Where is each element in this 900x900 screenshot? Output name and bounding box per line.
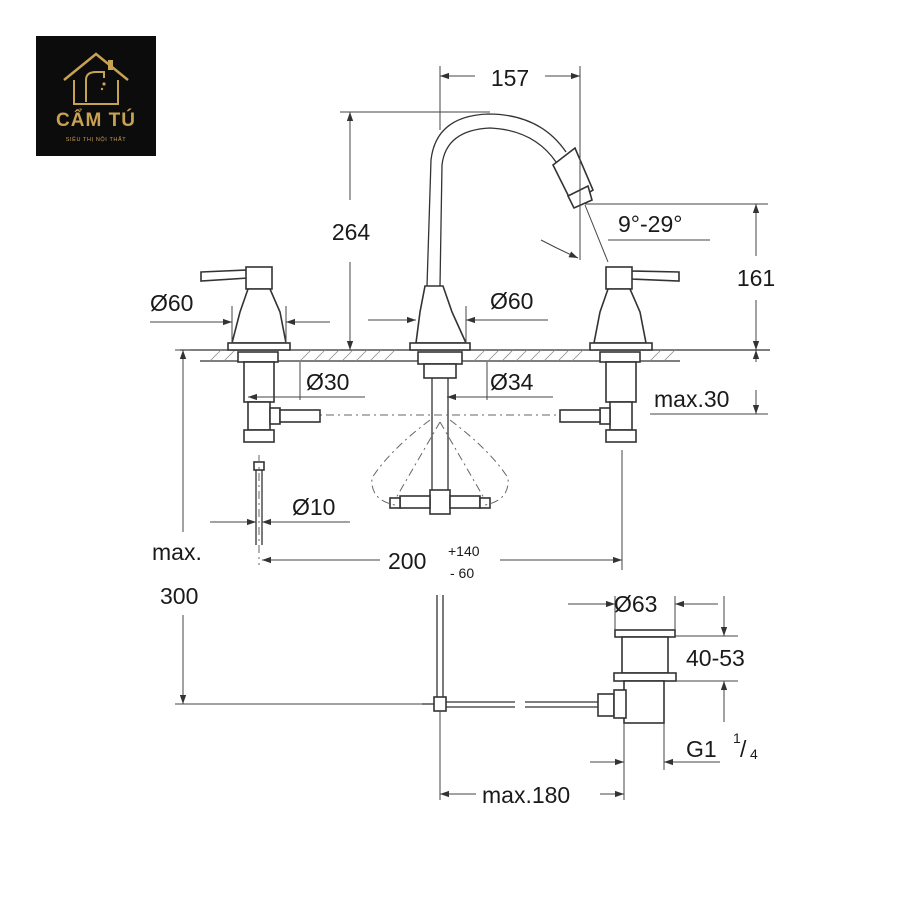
- brand-name: CẨM TÚ: [56, 110, 136, 131]
- left-handle: [200, 266, 321, 443]
- house-faucet-icon: [63, 52, 129, 105]
- label-spacing-minus: - 60: [450, 565, 474, 581]
- dimension-labels: 157 264 9°-29° 161 Ø60 Ø60 Ø30 Ø34 max.3…: [150, 65, 775, 808]
- label-spout-base: Ø60: [490, 288, 533, 314]
- label-thread-num: 1: [733, 730, 741, 746]
- label-drain-diameter: Ø63: [614, 591, 657, 617]
- label-below-max-value: 300: [160, 583, 198, 609]
- pop-up-rod: [422, 595, 600, 712]
- label-thread-g: G1: [686, 736, 717, 762]
- hose-paths: [290, 414, 560, 506]
- label-handle-hole: Ø30: [306, 369, 349, 395]
- brand-logo: CẨM TÚ SIÊU THỊ NỘI THẤT: [36, 36, 156, 156]
- label-pipe-diameter: Ø10: [292, 494, 335, 520]
- label-spout-height: 161: [737, 265, 775, 291]
- label-drain-range: 40-53: [686, 645, 745, 671]
- spout: [389, 113, 595, 515]
- label-handle-base: Ø60: [150, 290, 193, 316]
- right-handle: [559, 266, 680, 443]
- label-spacing: 200: [388, 548, 426, 574]
- supply-pipe: [253, 455, 265, 565]
- label-spout-hole: Ø34: [490, 369, 534, 395]
- drain-assembly: [597, 629, 677, 724]
- label-spacing-plus: +140: [448, 543, 480, 559]
- label-rod-max: max.180: [482, 782, 570, 808]
- label-max-deck: max.30: [654, 386, 729, 412]
- brand-tagline: SIÊU THỊ NỘI THẤT: [65, 137, 127, 143]
- dimension-lines: [150, 66, 768, 800]
- label-spout-reach: 157: [491, 65, 529, 91]
- label-total-height: 264: [332, 219, 371, 245]
- label-thread-slash: /: [740, 736, 747, 762]
- label-below-max: max.: [152, 539, 202, 565]
- label-swivel-angle: 9°-29°: [618, 211, 682, 237]
- label-thread-den: 4: [750, 746, 758, 762]
